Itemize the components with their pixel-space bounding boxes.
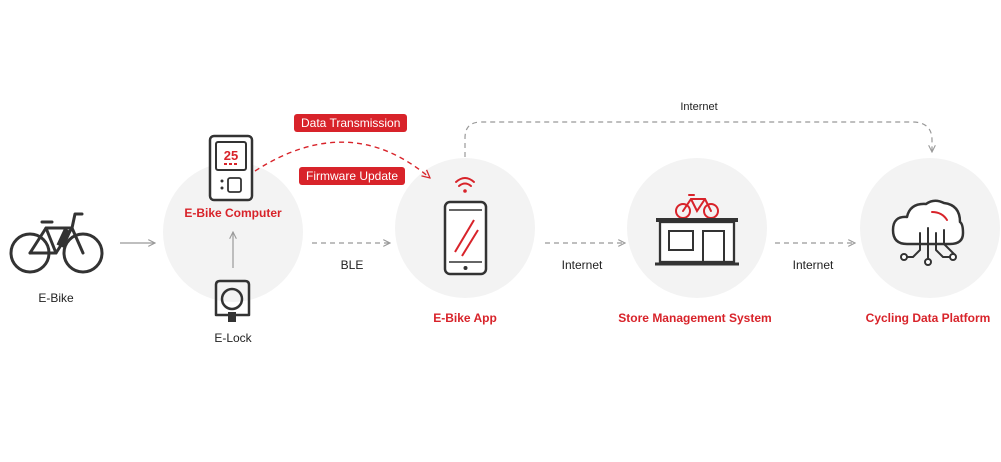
cycling-platform-label: Cycling Data Platform [865,311,991,325]
elock-label: E-Lock [214,331,252,345]
ebike-computer-label: E-Bike Computer [184,206,282,220]
internet-label-top: Internet [680,101,718,113]
app-to-platform-curve [464,121,932,157]
speed-readout: 25 [224,148,238,163]
internet-label-app-store: Internet [561,258,603,272]
ebike-label: E-Bike [38,291,74,305]
cloud-data-icon [891,199,965,266]
store-system-label: Store Management System [618,311,772,325]
bike-computer-icon: 25 [208,134,254,202]
bike-store-icon [655,194,739,266]
data-transmission-badge: Data Transmission [294,114,408,132]
ebike-icon [9,212,104,274]
wifi-icon [455,177,475,193]
data-transmission-curve [254,141,430,178]
elock-icon [214,279,251,322]
internet-label-store-platform: Internet [792,258,834,272]
firmware-update-badge: Firmware Update [299,167,406,185]
smartphone-icon [443,200,488,276]
ble-label: BLE [340,258,364,272]
ebike-app-label: E-Bike App [433,311,497,325]
